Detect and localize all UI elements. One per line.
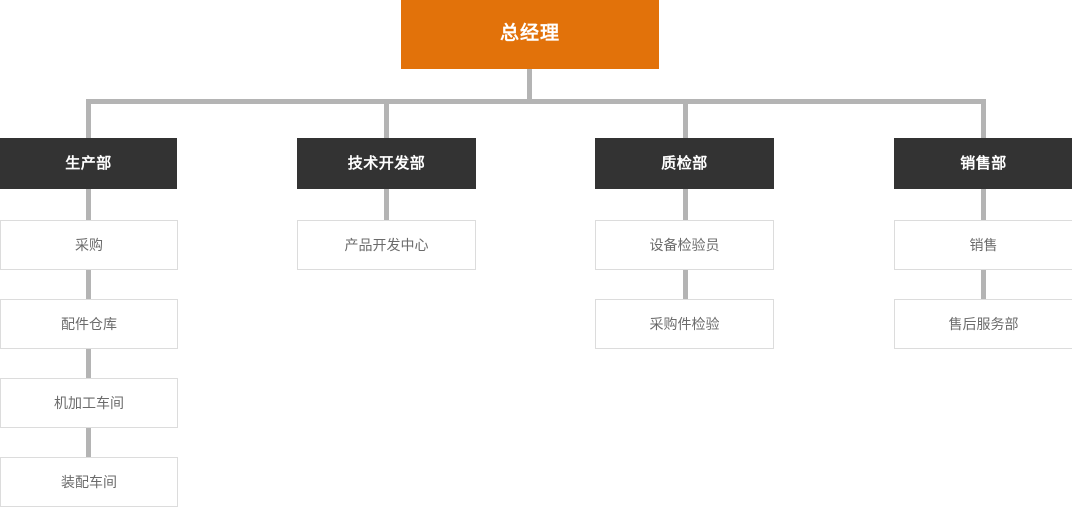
node-department-quality-inspection[interactable]: 质检部 <box>595 138 774 189</box>
connector-drop-dept-1 <box>86 99 91 139</box>
node-assembly-workshop[interactable]: 装配车间 <box>0 457 178 507</box>
connector-drop-dept-4 <box>981 99 986 139</box>
connector-col3-link-1 <box>683 189 688 221</box>
node-machining-workshop[interactable]: 机加工车间 <box>0 378 178 428</box>
connector-col2-link-1 <box>384 189 389 221</box>
connector-col4-link-2 <box>981 269 986 300</box>
connector-col1-link-3 <box>86 348 91 379</box>
node-parts-warehouse[interactable]: 配件仓库 <box>0 299 178 349</box>
node-equipment-inspector[interactable]: 设备检验员 <box>595 220 774 270</box>
node-department-production[interactable]: 生产部 <box>0 138 177 189</box>
node-sales[interactable]: 销售 <box>894 220 1072 270</box>
node-department-sales[interactable]: 销售部 <box>894 138 1072 189</box>
connector-drop-dept-2 <box>384 99 389 139</box>
node-after-sales-service[interactable]: 售后服务部 <box>894 299 1072 349</box>
connector-col4-link-1 <box>981 189 986 221</box>
node-department-technical-development[interactable]: 技术开发部 <box>297 138 476 189</box>
node-general-manager[interactable]: 总经理 <box>401 0 659 69</box>
connector-col1-link-2 <box>86 269 91 300</box>
connector-col1-link-4 <box>86 427 91 458</box>
node-product-development-center[interactable]: 产品开发中心 <box>297 220 476 270</box>
connector-col3-link-2 <box>683 269 688 300</box>
connector-root-stem <box>527 69 532 103</box>
node-procurement[interactable]: 采购 <box>0 220 178 270</box>
connector-horizontal-bus <box>86 99 985 104</box>
node-purchased-parts-inspection[interactable]: 采购件检验 <box>595 299 774 349</box>
connector-col1-link-1 <box>86 189 91 221</box>
connector-drop-dept-3 <box>683 99 688 139</box>
